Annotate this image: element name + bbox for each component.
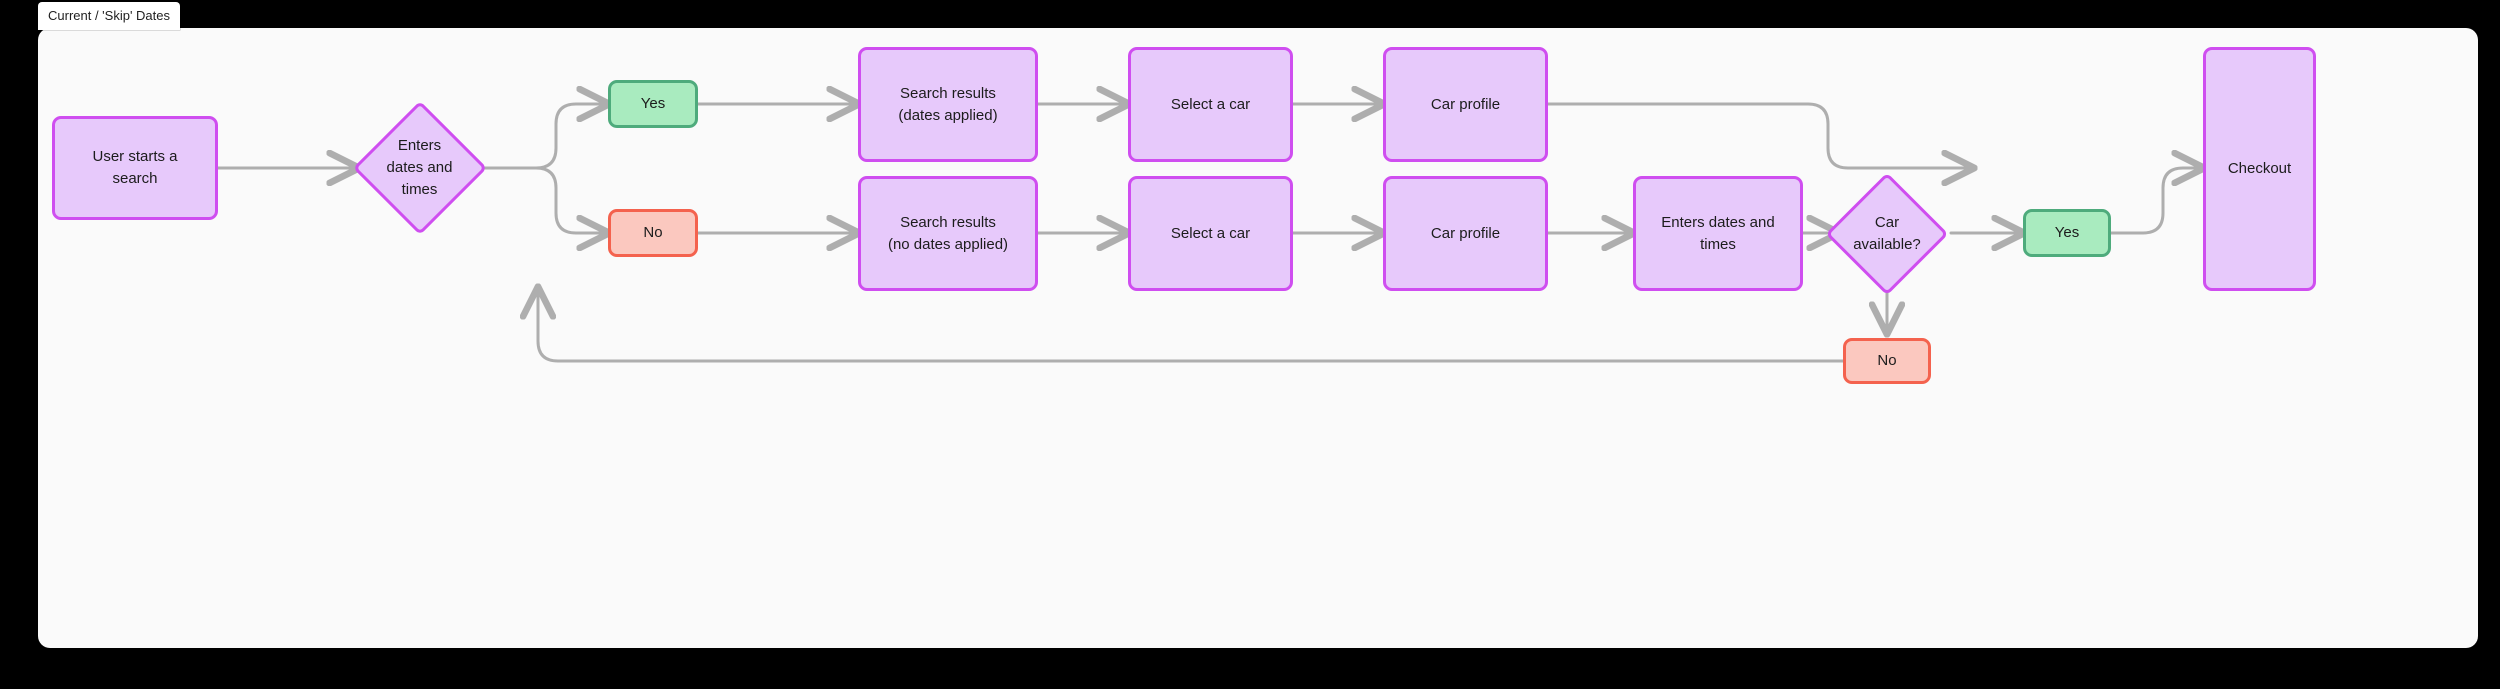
node-label: Yes	[640, 95, 666, 113]
node-label: No	[1877, 352, 1897, 370]
node-select-a-car-top[interactable]: Select a car	[1128, 47, 1293, 162]
diamond-shape	[1825, 172, 1949, 296]
node-search-results-dates-applied[interactable]: Search results (dates applied)	[858, 47, 1038, 162]
node-label: Car profile	[1430, 95, 1501, 113]
node-checkout[interactable]: Checkout	[2203, 47, 2316, 291]
flowchart-canvas[interactable]: User starts a search Enters dates and ti…	[38, 28, 2478, 648]
tab-label: Current / 'Skip' Dates	[48, 8, 171, 23]
node-enters-dates-and-times-bottom[interactable]: Enters dates and times	[1633, 176, 1803, 291]
node-no-dates-branch[interactable]: No	[608, 209, 698, 257]
tab-current-skip-dates[interactable]: Current / 'Skip' Dates	[38, 2, 181, 30]
node-car-profile-bottom[interactable]: Car profile	[1383, 176, 1548, 291]
node-car-profile-top[interactable]: Car profile	[1383, 47, 1548, 162]
node-car-available-decision[interactable]: Car available?	[1825, 172, 1949, 296]
node-label: Search results (no dates applied)	[887, 213, 1009, 253]
node-label: Select a car	[1170, 95, 1251, 113]
node-label: Enters dates and times	[1661, 213, 1775, 253]
node-label: Search results (dates applied)	[898, 84, 998, 124]
node-no-car-available[interactable]: No	[1843, 338, 1931, 384]
diamond-shape	[352, 100, 487, 236]
node-search-results-no-dates-applied[interactable]: Search results (no dates applied)	[858, 176, 1038, 291]
edge-no2-to-results-nodates	[538, 288, 1845, 363]
node-label: Select a car	[1170, 224, 1251, 242]
node-label: Checkout	[2227, 160, 2292, 178]
edge-car-profile-top-to-checkout	[1546, 102, 1973, 168]
node-label: Yes	[2054, 224, 2080, 242]
node-label: No	[643, 224, 663, 242]
tab-strip: Current / 'Skip' Dates	[38, 2, 181, 30]
node-label: Car profile	[1430, 224, 1501, 242]
node-enters-dates-and-times-decision[interactable]: Enters dates and times	[352, 100, 487, 236]
node-label: User starts a search	[92, 148, 178, 187]
node-yes-car-available[interactable]: Yes	[2023, 209, 2111, 257]
node-select-a-car-bottom[interactable]: Select a car	[1128, 176, 1293, 291]
node-user-starts-a-search[interactable]: User starts a search	[52, 116, 218, 220]
edge-dates1-to-yes1	[479, 104, 608, 170]
node-yes-dates-branch[interactable]: Yes	[608, 80, 698, 128]
edge-dates1-to-no1	[479, 166, 608, 233]
edge-yes2-to-checkout	[2109, 168, 2203, 235]
